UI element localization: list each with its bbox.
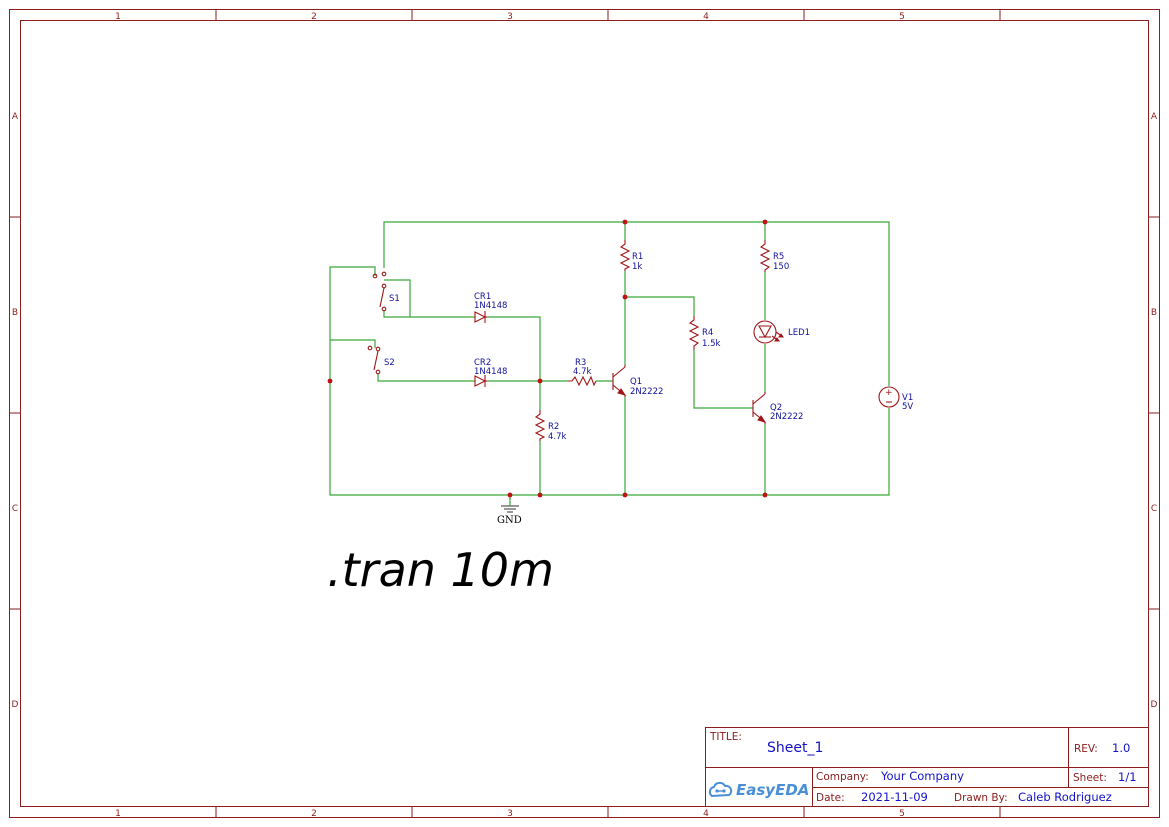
r4-value: 1.5k [702,339,721,349]
cr1-value: 1N4148 [474,301,507,311]
s1-ref: S1 [389,294,400,304]
switch-s1[interactable]: S1 [372,271,400,312]
cr2-value: 1N4148 [474,367,507,377]
column-label-4: 4 [703,12,709,22]
r5-value: 150 [773,262,789,272]
simulation-directive: .tran 10m [327,543,554,597]
q1-ref: Q1 [630,377,642,387]
column-label-3: 3 [507,809,513,819]
r3-value: 4.7k [573,367,592,377]
cr2-ref: CR2 [474,358,491,368]
r1-ref: R1 [632,252,643,262]
svg-text:+: + [885,388,893,398]
diode-cr2[interactable]: CR2 1N4148 [474,358,507,387]
column-label-2: 2 [311,809,317,819]
cr1-ref: CR1 [474,292,491,302]
resistor-r3[interactable]: R3 4.7k [568,358,597,387]
q2-ref: Q2 [770,403,782,413]
easyeda-logo: EasyEDA [708,781,809,799]
column-label-5: 5 [899,12,905,22]
drawing-frame: 1 2 3 4 5 1 2 3 4 5 A B C D A B C D [9,9,1160,819]
q1-value: 2N2222 [630,387,663,397]
resistor-r1[interactable]: R1 1k [619,240,643,272]
voltage-source-v1[interactable]: + V1 5V [878,386,913,412]
v1-ref: V1 [902,393,913,403]
cloud-icon [708,781,733,798]
title-block: TITLE: Sheet_1 REV: 1.0 Company: Your Co… [705,727,1149,807]
title-label: TITLE: [709,731,742,743]
row-label-c: C [1151,504,1157,514]
resistor-r2[interactable]: R2 4.7k [534,410,567,442]
row-label-d: D [1151,700,1158,710]
r1-value: 1k [632,262,642,272]
v1-value: 5V [902,402,913,412]
brand-name: EasyEDA [736,781,809,799]
row-label-a: A [1151,112,1158,122]
resistor-r5[interactable]: R5 150 [759,240,789,272]
row-label-c: C [12,504,18,514]
column-label-4: 4 [703,809,709,819]
wires [329,221,890,506]
q2-value: 2N2222 [770,412,803,422]
s2-ref: S2 [384,358,395,368]
led-led1[interactable]: LED1 [753,320,810,344]
row-label-b: B [12,308,18,318]
drawn-by-value: Caleb Rodriguez [1018,790,1112,804]
column-label-1: 1 [115,12,121,22]
company-label: Company: [816,771,869,783]
rev-label: REV: [1074,743,1098,755]
column-label-3: 3 [507,12,513,22]
gnd-label: GND [497,515,522,526]
column-label-5: 5 [899,809,905,819]
r2-value: 4.7k [548,432,567,442]
drawn-by-label: Drawn By: [954,792,1008,804]
company-value: Your Company [880,769,964,783]
date-label: Date: [816,792,845,804]
row-label-a: A [12,112,19,122]
date-value: 2021-11-09 [861,790,928,804]
column-label-2: 2 [311,12,317,22]
transistor-q2[interactable]: Q2 2N2222 [752,392,803,424]
ground-symbol: GND [497,505,522,526]
r3-ref: R3 [575,358,586,368]
led1-ref: LED1 [788,328,810,338]
resistor-r4[interactable]: R4 1.5k [688,316,721,350]
diode-cr1[interactable]: CR1 1N4148 [474,292,507,323]
r2-ref: R2 [548,422,559,432]
sheet-label: Sheet: [1073,772,1107,784]
r4-ref: R4 [702,328,713,338]
rev-value: 1.0 [1112,741,1130,755]
row-label-d: D [12,700,19,710]
switch-s2[interactable]: S2 [367,345,395,375]
sheet-value: 1/1 [1118,770,1137,784]
junctions [327,219,768,498]
transistor-q1[interactable]: Q1 2N2222 [612,365,663,397]
r5-ref: R5 [773,252,784,262]
title-value: Sheet_1 [767,740,823,756]
column-label-1: 1 [115,809,121,819]
row-label-b: B [1151,308,1157,318]
